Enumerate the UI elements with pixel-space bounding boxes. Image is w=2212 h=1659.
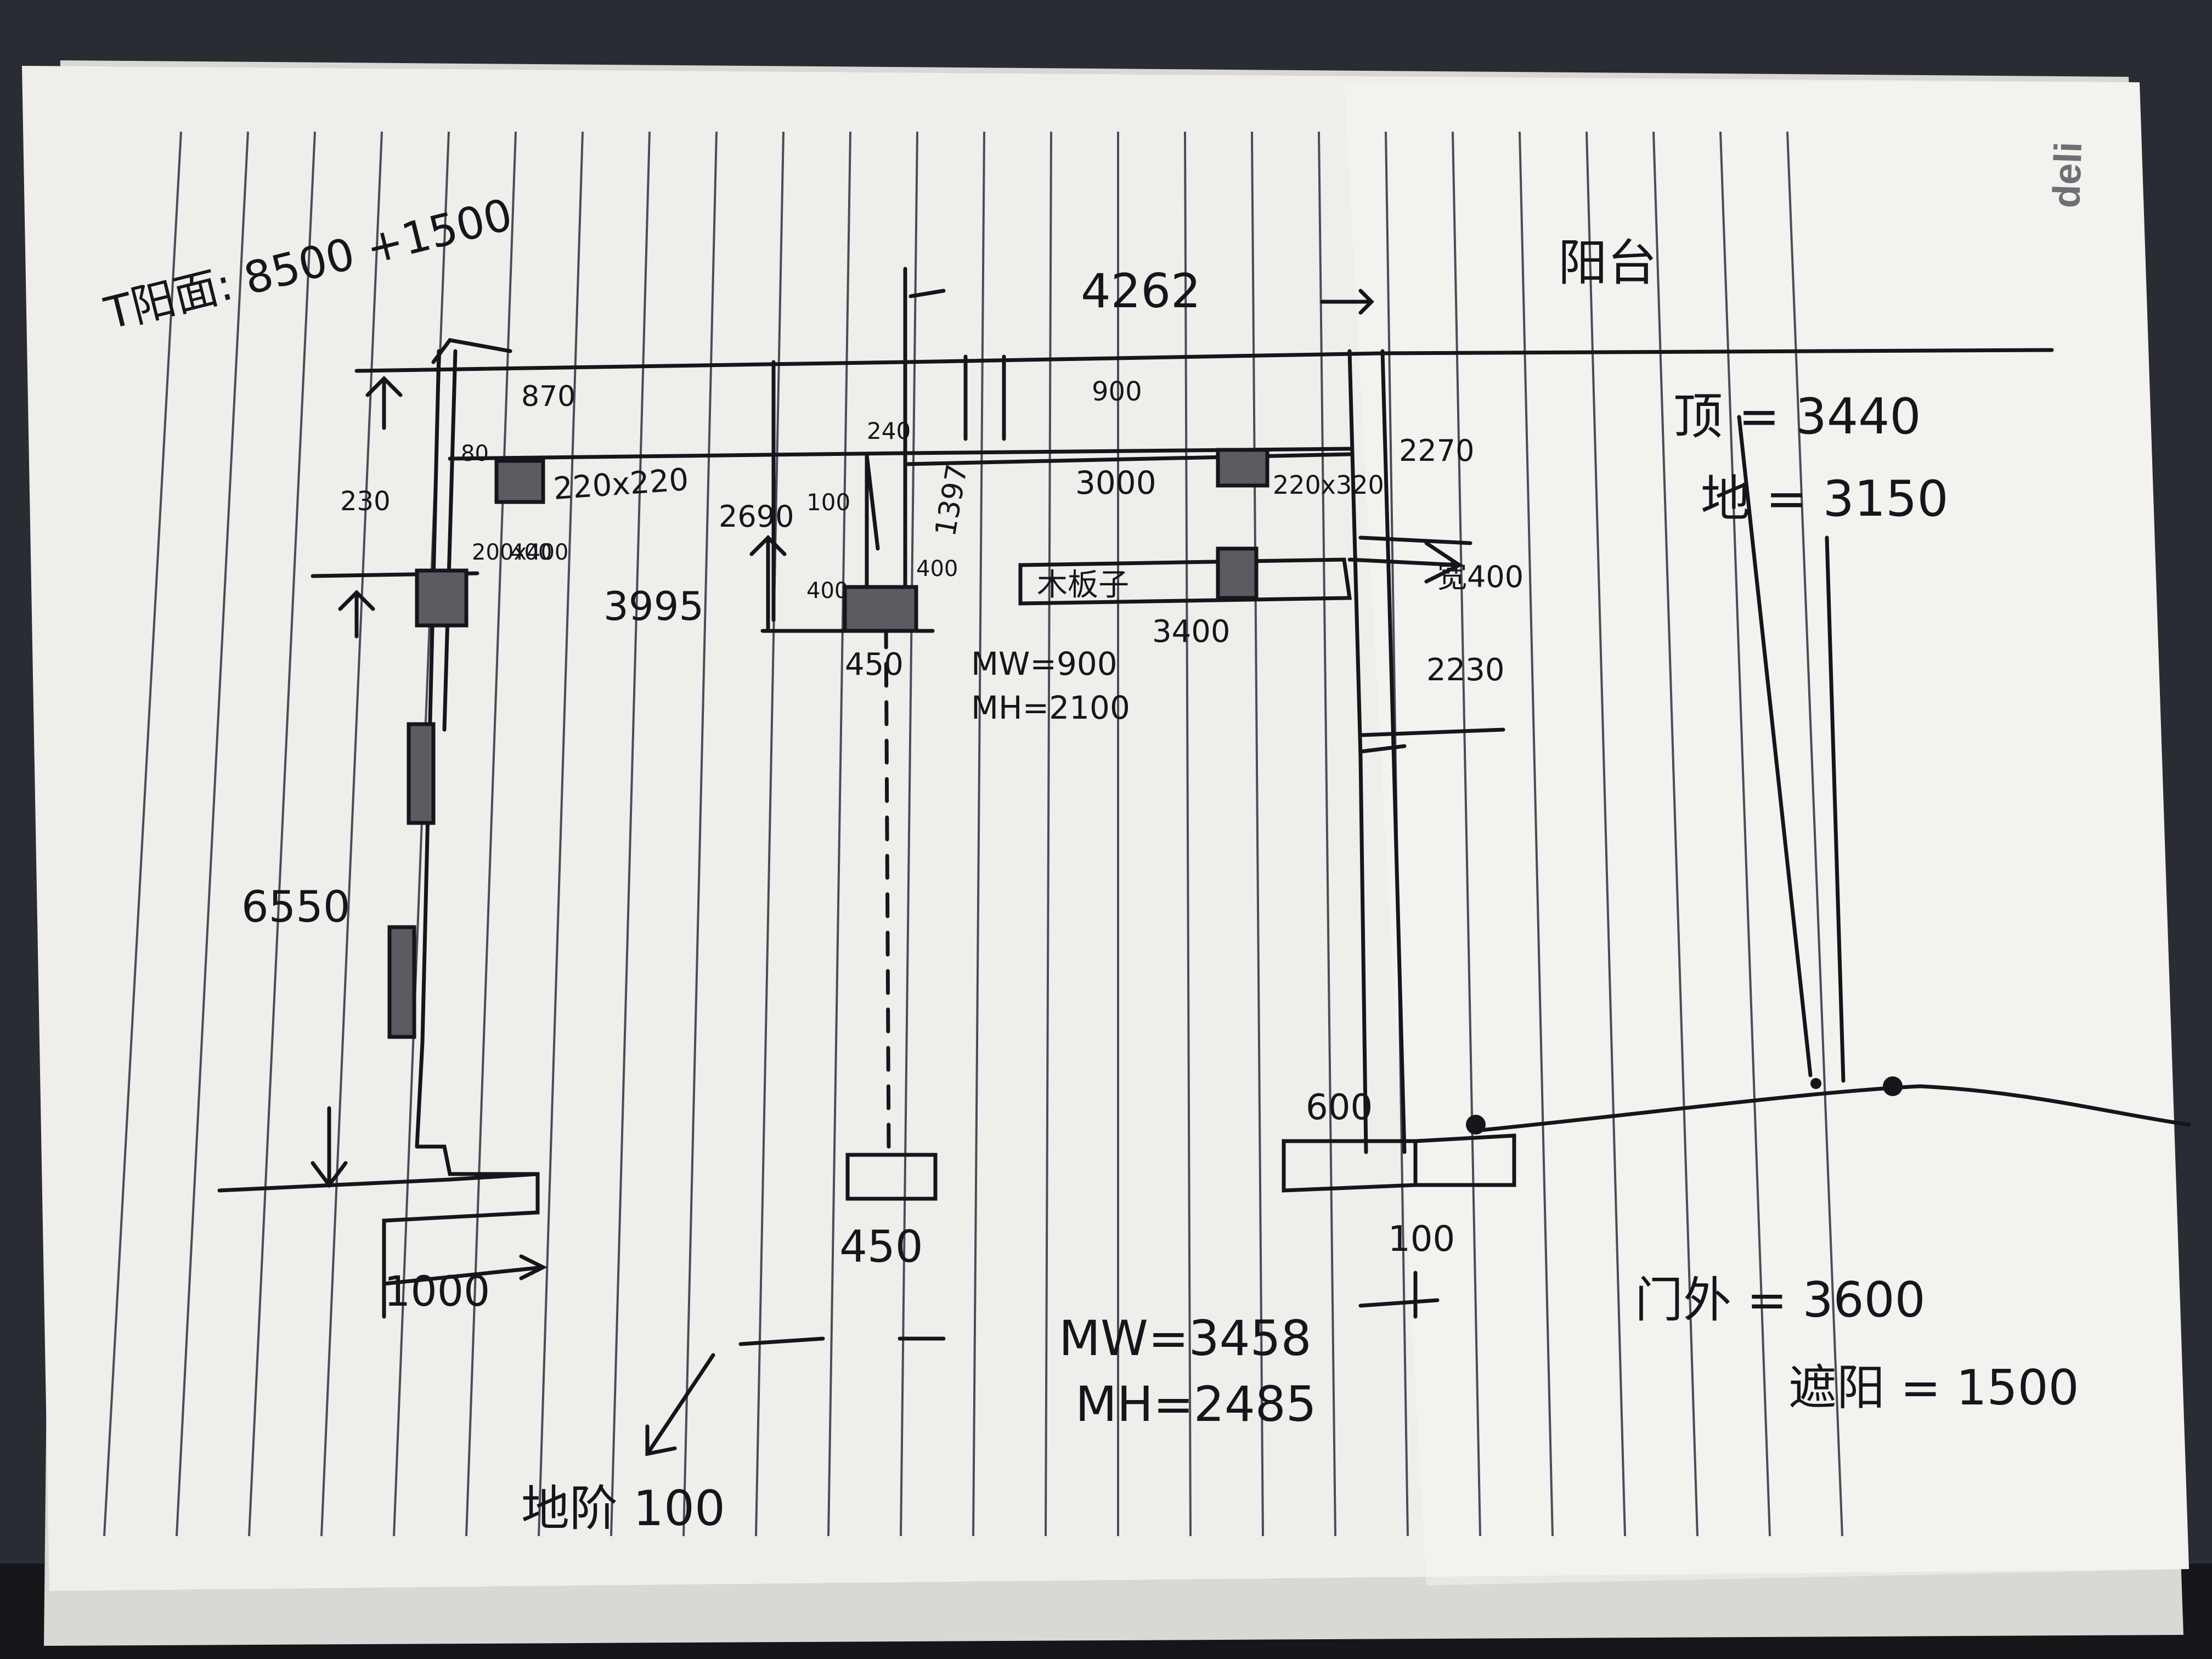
ink-dot-1 (1466, 1115, 1486, 1135)
ruled-line (1251, 131, 1264, 1537)
dim-beam-right: 220x320 (1273, 470, 1384, 500)
right-wall-joint (1358, 744, 1407, 754)
dim-board-span: 3400 (1152, 614, 1231, 650)
floor-leader (1825, 535, 1846, 1083)
left-window-1 (407, 722, 436, 825)
ruled-line (465, 131, 517, 1537)
center-col-hatch (865, 453, 880, 551)
right-dim-line (1358, 535, 1472, 545)
ruled-line (103, 131, 182, 1537)
dim-center-drop: 2690 (719, 499, 794, 534)
dim-center-col: 100 (806, 489, 850, 516)
dim-left-drop: 870 (521, 380, 575, 413)
dim-inner-span: 3995 (603, 583, 704, 629)
dim-col-side: 400 (510, 540, 552, 565)
ruled-line (1519, 131, 1554, 1537)
ruled-line (1585, 131, 1626, 1537)
left-dim-arrow-top (365, 376, 403, 430)
left-window-2 (387, 925, 416, 1039)
left-footing (382, 1144, 540, 1319)
ruled-line (176, 131, 249, 1537)
door-width-note: MW=900 (971, 645, 1118, 682)
dim-beam-left-label: 80 (461, 441, 489, 466)
center-column (865, 451, 907, 595)
ruled-line (320, 131, 383, 1537)
door-outer-note: 门外 = 3600 (1635, 1272, 1926, 1328)
right-footing-ext (1413, 1133, 1516, 1187)
ruled-line (1786, 131, 1843, 1537)
parapet-note: 遮阳 = 1500 (1788, 1359, 2079, 1416)
dim-mid-span: 3000 (1075, 464, 1156, 501)
board-width-arrow (1347, 541, 1463, 584)
ruled-line (972, 131, 985, 1537)
center-col-box (843, 585, 918, 633)
col-left-box (415, 568, 469, 628)
ruled-line (248, 131, 316, 1537)
bottom-dashes (738, 1336, 946, 1346)
dim-top-width: 4262 (1081, 264, 1201, 319)
center-footing (845, 1153, 938, 1201)
ruled-lines (103, 131, 1843, 1537)
ruled-line (1045, 131, 1052, 1537)
dim-center-col-side: 400 (806, 578, 848, 603)
left-foot-width (382, 1254, 548, 1286)
dim-right-foot: 600 (1306, 1087, 1373, 1128)
dim-center-top: 240 (867, 417, 911, 444)
dim-right-height: 2270 (1399, 433, 1474, 468)
ruled-line (1652, 131, 1699, 1537)
top-dim-arrows (909, 289, 1374, 315)
basement-note: 地阶 100 (521, 1480, 725, 1537)
center-verticals (903, 267, 1006, 458)
right-dim-line-2 (1358, 727, 1505, 737)
ruled-line (1318, 131, 1336, 1537)
top-beam-line (354, 348, 2054, 373)
window-height-note: MH=2485 (1075, 1376, 1317, 1432)
window-width-note: MW=3458 (1059, 1310, 1312, 1367)
board-post-box (1216, 546, 1259, 600)
door-height-note: MH=2100 (971, 689, 1130, 726)
brand-logo: deli (2045, 141, 2090, 208)
ceiling-leader (1737, 415, 1813, 1077)
dim-right-lower: 2230 (1426, 652, 1505, 688)
dim-center-base: 450 (845, 647, 904, 682)
right-wall-outer (1347, 349, 1368, 1154)
mid-beam (903, 452, 1352, 466)
left-wall-inner (442, 349, 458, 732)
dim-right-foot-depth: 100 (1388, 1219, 1455, 1260)
dim-left-foot: 1000 (384, 1267, 490, 1316)
center-dash (884, 623, 891, 1154)
beam-right-box (1216, 448, 1269, 488)
balcony-title: 阳台 (1558, 234, 1657, 292)
center-drop-arrow (749, 535, 787, 633)
dim-left-gap: 230 (340, 486, 391, 517)
ceiling-note: 顶 = 3440 (1673, 388, 1921, 445)
sketch-lines (217, 267, 2191, 1457)
ink-dot-2 (1883, 1076, 1903, 1096)
ruled-line (1184, 131, 1192, 1537)
ruled-line (900, 131, 918, 1537)
floor-note: 地 = 3150 (1701, 470, 1949, 528)
dim-board-width: 宽400 (1437, 560, 1523, 594)
dim-left-tall: 6550 (241, 883, 351, 932)
left-foot-arrow (311, 1106, 348, 1188)
ruled-line (1452, 131, 1481, 1537)
dim-center-col-bottom: 400 (916, 556, 958, 582)
hatched-columns (387, 448, 1269, 1039)
right-tick (1358, 1271, 1440, 1319)
basement-leader (645, 1353, 715, 1457)
ink-dot-3 (1810, 1078, 1821, 1089)
beam-left-box (494, 459, 545, 504)
dim-center-foot: 450 (839, 1221, 923, 1272)
ruled-line (827, 131, 851, 1537)
page-highlight (1344, 82, 2189, 1585)
left-dim-arrow (338, 590, 375, 639)
dim-right-drop: 900 (1092, 376, 1142, 407)
left-wall-top (431, 338, 512, 364)
board-label: 木板子 (1037, 567, 1129, 603)
dim-col-left: 200x400 (472, 540, 568, 565)
ruled-line (1719, 131, 1771, 1537)
